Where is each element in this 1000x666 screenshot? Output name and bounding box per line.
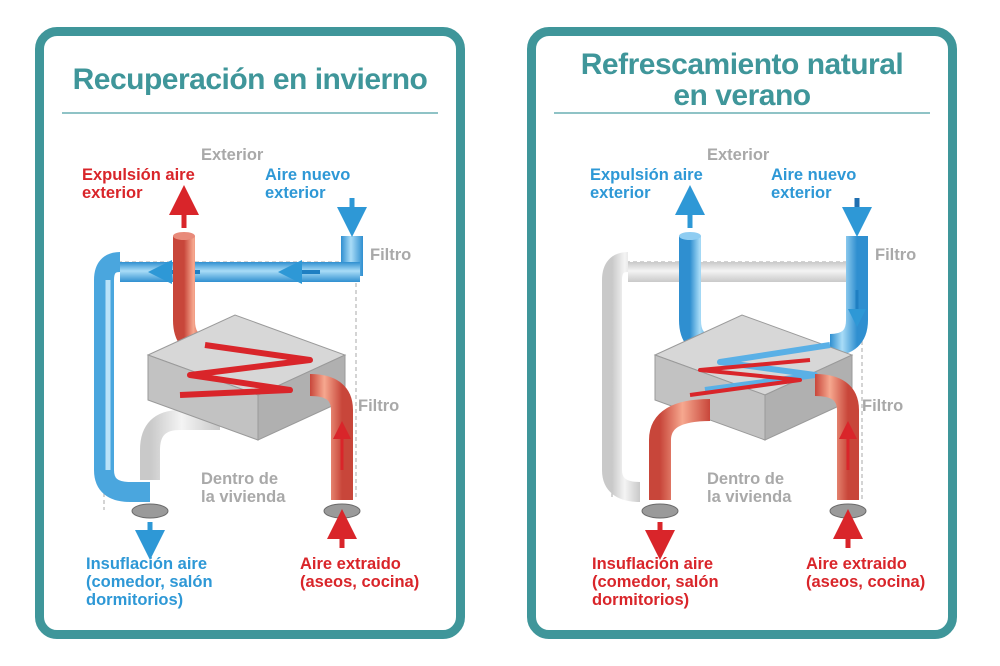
winter-title: Recuperación en invierno [72, 63, 428, 96]
winter-dentro-line-1: Dentro de [201, 470, 279, 488]
summer-extract-vent [829, 503, 867, 519]
summer-exhaust-pipe-top [679, 232, 701, 240]
winter-expulsion-line-1: Expulsión aire [82, 166, 195, 184]
summer-expulsion-line-2: exterior [590, 184, 651, 202]
summer-expulsion-label: Expulsión aire exterior [590, 166, 703, 202]
winter-insuflacion-line-2: (comedor, salón [86, 573, 213, 591]
summer-dentro-line-1: Dentro de [707, 470, 785, 488]
summer-dentro-label: Dentro de la vivienda [707, 470, 791, 506]
summer-diagram [602, 185, 872, 560]
summer-aire-nuevo-label: Aire nuevo exterior [771, 166, 856, 202]
summer-extraido-line-2: (aseos, cocina) [806, 573, 926, 591]
summer-exterior-label: Exterior [707, 146, 770, 164]
winter-bypass-duct [140, 410, 220, 480]
winter-supply-left-duct [94, 252, 150, 502]
winter-aire-nuevo-line-2: exterior [265, 184, 326, 202]
winter-dentro-label: Dentro de la vivienda [201, 470, 285, 506]
summer-bypass-top-duct [628, 262, 858, 282]
summer-exchanger-cool-flow [704, 342, 831, 393]
winter-aire-nuevo-label: Aire nuevo exterior [265, 166, 350, 202]
summer-aire-nuevo-line-2: exterior [771, 184, 832, 202]
winter-extract-pipe [309, 374, 353, 500]
summer-insuflacion-line-3: dormitorios) [592, 591, 690, 609]
winter-filtro-top-label: Filtro [370, 246, 412, 264]
winter-aire-nuevo-line-1: Aire nuevo [265, 166, 351, 184]
winter-exhaust-pipe-top [173, 232, 195, 240]
winter-expulsion-label: Expulsión aire exterior [82, 166, 195, 202]
winter-divider [62, 112, 438, 114]
winter-dentro-line-2: la vivienda [201, 488, 286, 506]
winter-exchanger-warm-flow [179, 342, 313, 398]
winter-exhaust-pipe [173, 236, 206, 356]
summer-supply-pipe [649, 399, 711, 500]
summer-divider [554, 112, 930, 114]
summer-filtro-top-label: Filtro [875, 246, 917, 264]
winter-extraido-line-1: Aire extraido [300, 555, 401, 573]
summer-dentro-line-2: la vivienda [707, 488, 792, 506]
summer-exchanger-warm-flow [689, 358, 811, 397]
summer-expulsion-line-1: Expulsión aire [590, 166, 703, 184]
summer-title-line-1: Refrescamiento natural [580, 48, 904, 81]
summer-title-line-2: en verano [673, 79, 811, 112]
summer-title: Refrescamiento natural en verano [536, 49, 948, 111]
summer-bypass-left-duct [602, 252, 641, 502]
winter-insuflacion-line-1: Insuflación aire [86, 555, 208, 573]
summer-insuflacion-label: Insuflación aire (comedor, salón dormito… [592, 555, 719, 609]
summer-insuflacion-line-2: (comedor, salón [592, 573, 719, 591]
winter-diagram [94, 185, 367, 560]
winter-extract-vent [323, 503, 361, 519]
winter-supply-top-duct [120, 262, 360, 282]
winter-filtro-mid-label: Filtro [358, 397, 400, 415]
winter-extraido-line-2: (aseos, cocina) [300, 573, 420, 591]
summer-fresh-air-pipe [829, 236, 868, 356]
winter-supply-vent [131, 503, 169, 519]
summer-insuflacion-line-1: Insuflación aire [592, 555, 714, 573]
summer-aire-nuevo-line-1: Aire nuevo [771, 166, 857, 184]
winter-insuflacion-label: Insuflación aire (comedor, salón dormito… [86, 555, 213, 609]
summer-extract-pipe [814, 374, 859, 500]
summer-filtro-mid-label: Filtro [862, 397, 904, 415]
winter-expulsion-line-2: exterior [82, 184, 143, 202]
summer-exhaust-pipe [679, 236, 713, 356]
summer-extraido-line-1: Aire extraido [806, 555, 907, 573]
summer-extraido-label: Aire extraido (aseos, cocina) [806, 555, 925, 591]
summer-supply-vent [641, 503, 679, 519]
winter-insuflacion-line-3: dormitorios) [86, 591, 184, 609]
winter-extraido-label: Aire extraido (aseos, cocina) [300, 555, 419, 591]
winter-exterior-label: Exterior [201, 146, 264, 164]
